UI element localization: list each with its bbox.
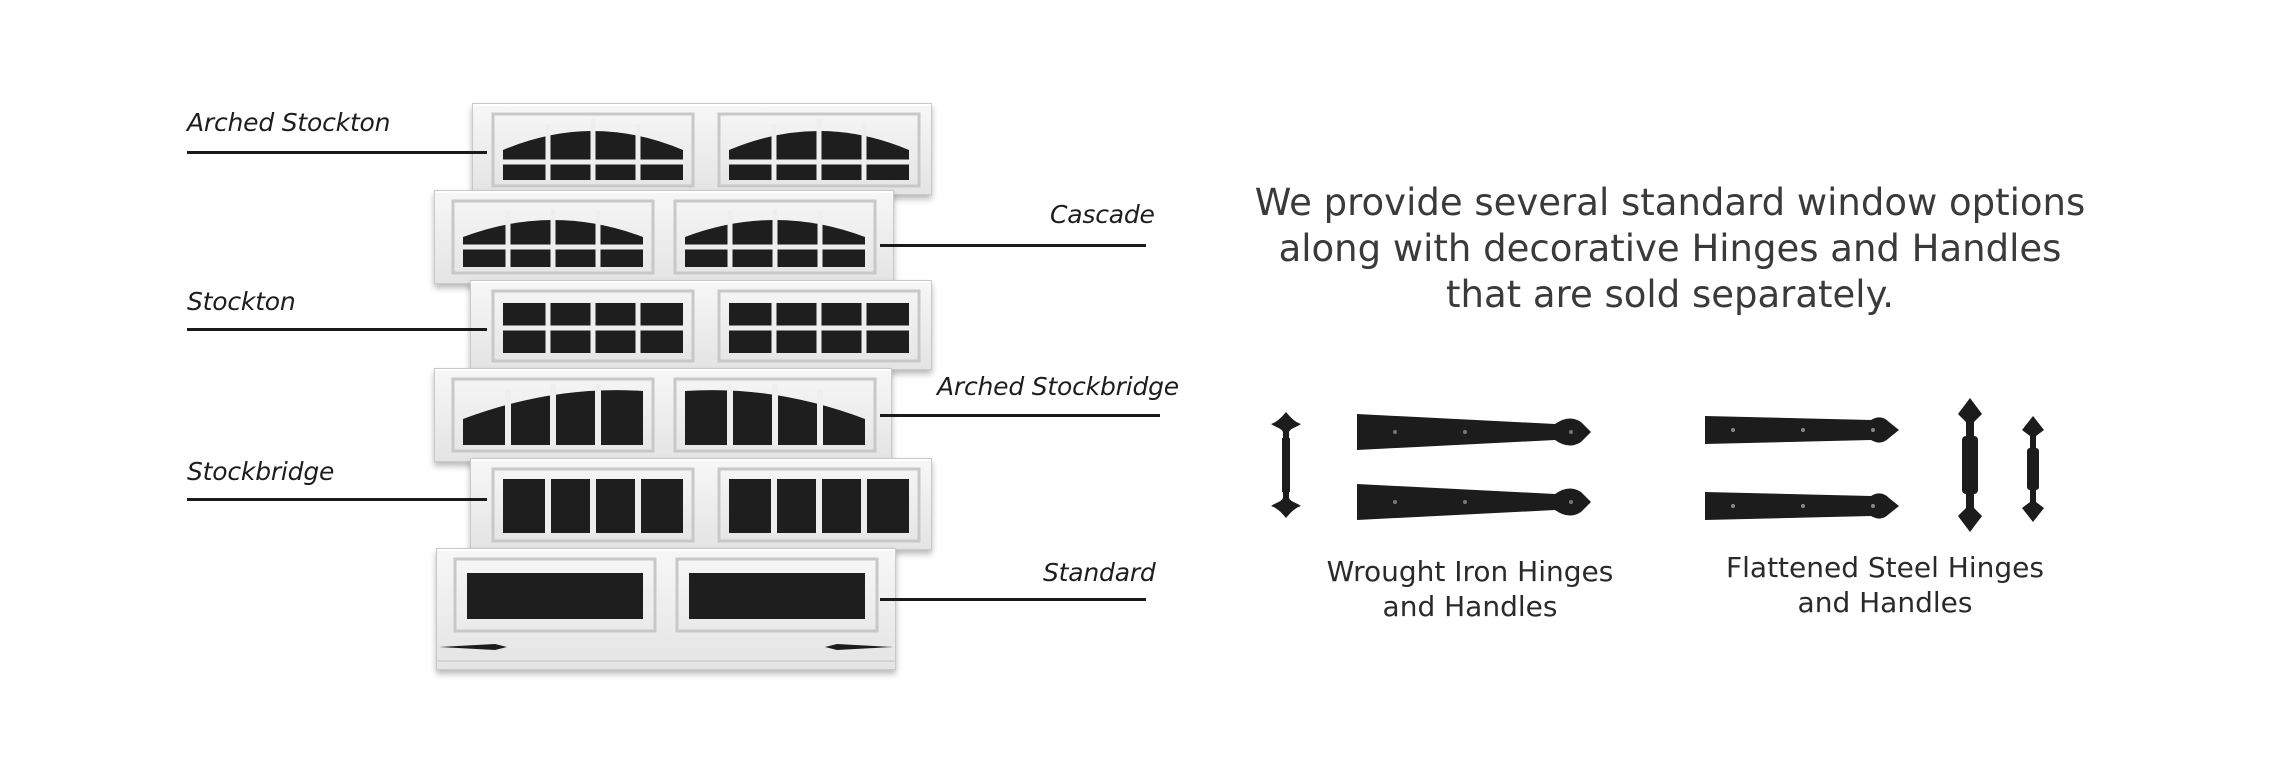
stockbridge-window-graphic <box>491 467 921 543</box>
cascade-window-graphic <box>451 199 877 275</box>
leader-line-stockton <box>187 328 487 331</box>
caption-wrought-iron-line-2: and Handles <box>1382 590 1558 623</box>
label-arched-stockton: Arched Stockton <box>187 108 391 137</box>
label-standard: Standard <box>1043 558 1156 587</box>
intro-line-1: We provide several standard window optio… <box>1254 181 2086 224</box>
caption-flattened-steel-line-2: and Handles <box>1797 586 1973 619</box>
panel-arched-stockbridge <box>434 368 892 462</box>
caption-wrought-iron-line-1: Wrought Iron Hinges <box>1326 555 1614 588</box>
panel-stockbridge <box>470 458 932 550</box>
panel-cascade <box>434 190 894 284</box>
panel-standard <box>436 548 896 670</box>
flattened-steel-small-handle-icon <box>2022 416 2044 522</box>
leader-line-arched-stockton <box>187 151 487 154</box>
leader-line-arched-stockbridge <box>880 414 1160 417</box>
intro-line-2: along with decorative Hinges and Handles <box>1278 227 2062 270</box>
panel-stockton <box>470 280 932 370</box>
arched-stockton-window-graphic <box>491 112 921 188</box>
flattened-steel-strap-handle-icon <box>1958 398 1982 532</box>
panel-arched-stockton <box>472 103 932 195</box>
caption-wrought-iron: Wrought Iron Hinges and Handles <box>1300 554 1640 624</box>
leader-line-stockbridge <box>187 498 487 501</box>
label-stockton: Stockton <box>187 287 296 316</box>
intro-text: We provide several standard window optio… <box>1240 180 2100 318</box>
wrought-iron-hinge-bottom-icon <box>1357 484 1591 520</box>
caption-flattened-steel-line-1: Flattened Steel Hinges <box>1726 551 2044 584</box>
flattened-steel-hinge-top-icon <box>1705 416 1899 444</box>
leader-line-cascade <box>880 244 1146 247</box>
label-arched-stockbridge: Arched Stockbridge <box>937 372 1179 401</box>
flattened-steel-hinge-bottom-icon <box>1705 492 1899 520</box>
caption-flattened-steel: Flattened Steel Hinges and Handles <box>1700 550 2070 620</box>
leader-line-standard <box>880 598 1146 601</box>
standard-window-graphic <box>437 557 895 662</box>
wrought-iron-hinge-top-icon <box>1357 414 1591 450</box>
label-cascade: Cascade <box>1050 200 1155 229</box>
wrought-iron-handle-icon <box>1271 412 1301 518</box>
intro-line-3: that are sold separately. <box>1446 273 1894 316</box>
stockton-window-graphic <box>491 289 921 363</box>
arched-stockbridge-window-graphic <box>451 377 877 453</box>
label-stockbridge: Stockbridge <box>187 457 335 486</box>
